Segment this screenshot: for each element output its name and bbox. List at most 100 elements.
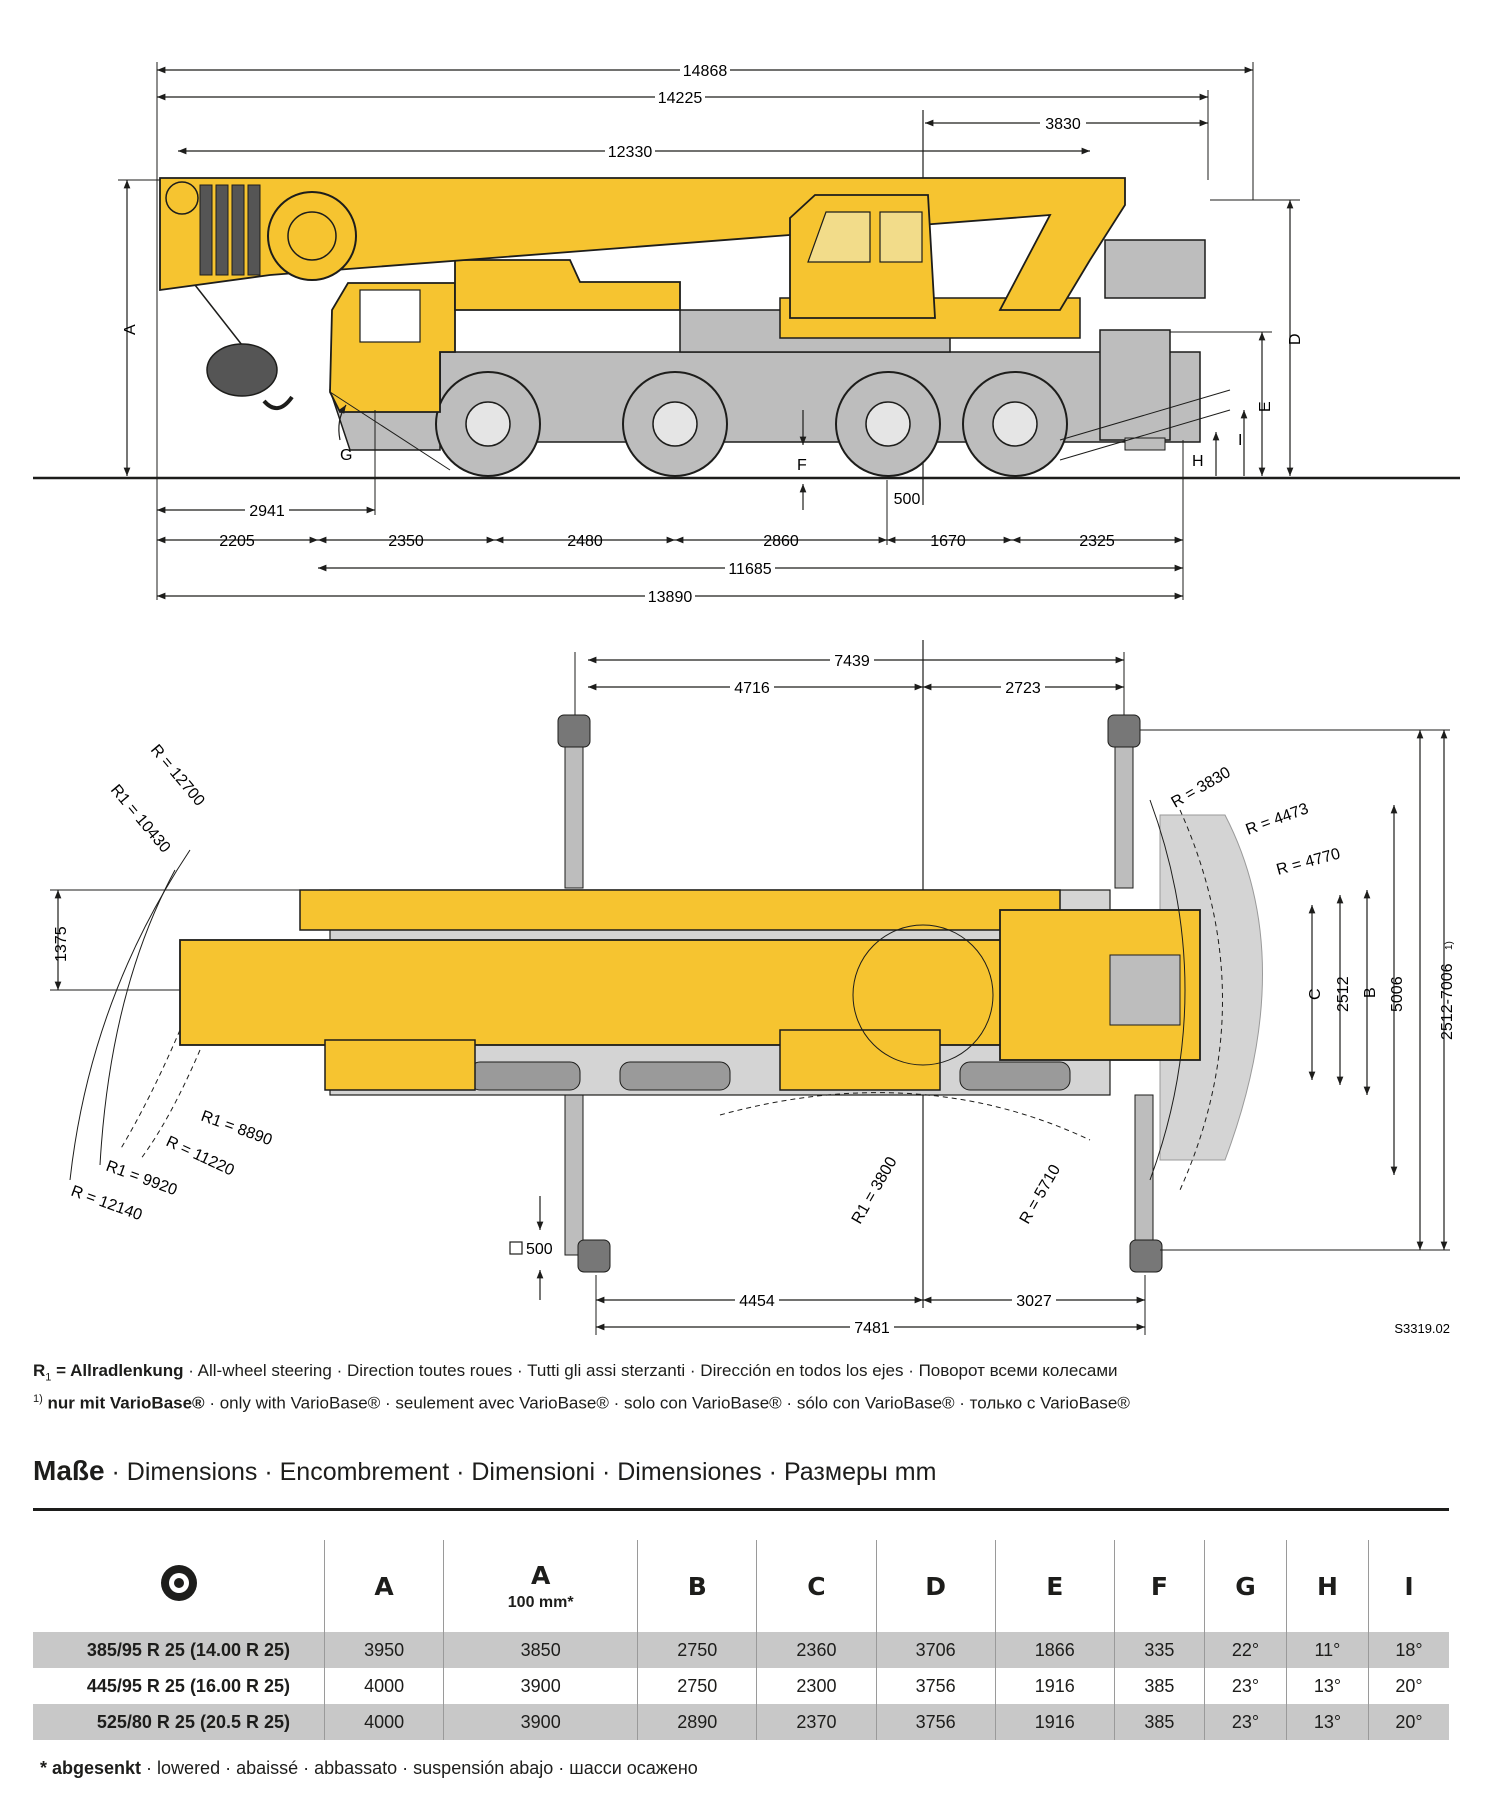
cell: 3900	[443, 1668, 638, 1704]
dim-2480: 2480	[567, 533, 603, 550]
dim-1375: 1375	[53, 926, 70, 962]
cell: 3756	[875, 1668, 996, 1704]
cell: 2370	[756, 1704, 877, 1740]
cell: 3850	[443, 1632, 638, 1668]
dim-letter-h: H	[1192, 453, 1204, 470]
note1-text: · All-wheel steering · Direction toutes …	[183, 1361, 1118, 1380]
table-row: 385/95 R 25 (14.00 R 25) 3950 3850 2750 …	[33, 1632, 1449, 1668]
col-c: C	[756, 1540, 877, 1632]
table-row: 525/80 R 25 (20.5 R 25) 4000 3900 2890 2…	[33, 1704, 1449, 1740]
dim-2512: 2512	[1335, 976, 1352, 1012]
legend-notes: R1 = Allradlenkung · All-wheel steering …	[33, 1360, 1453, 1415]
side-view: A D E I H G F 14868 14225 3830 12330	[33, 60, 1460, 606]
footnote-bold: * abgesenkt	[40, 1758, 142, 1778]
cell: 13°	[1285, 1668, 1369, 1704]
row-tyre: 525/80 R 25 (20.5 R 25)	[33, 1704, 325, 1740]
dimensions-title-main: Maße	[33, 1455, 105, 1486]
outriggers	[557, 714, 1163, 1273]
dim-letter-d: D	[1287, 333, 1304, 345]
dim-letter-f: F	[797, 457, 807, 474]
col-a-lowered-letter: A	[531, 1560, 551, 1590]
radius-5710: R = 5710	[1017, 1162, 1064, 1227]
note1-symbol: R	[33, 1361, 46, 1380]
cell: 1866	[994, 1632, 1115, 1668]
col-b: B	[637, 1540, 757, 1632]
dim-5006: 5006	[1389, 976, 1406, 1012]
dim-7439: 7439	[834, 653, 870, 670]
dim-letter-a: A	[122, 324, 139, 335]
col-g: G	[1204, 1540, 1287, 1632]
pad-500: 500	[526, 1241, 553, 1258]
radius-4473: R = 4473	[1244, 800, 1311, 838]
dim-2941: 2941	[249, 503, 285, 520]
cell: 20°	[1367, 1704, 1449, 1740]
hook	[262, 395, 294, 410]
tyre-icon	[33, 1540, 325, 1632]
cell: 1916	[994, 1704, 1115, 1740]
dim-letter-b: B	[1362, 987, 1379, 998]
table-row: 445/95 R 25 (16.00 R 25) 4000 3900 2750 …	[33, 1668, 1449, 1704]
top-boom	[179, 939, 1081, 1046]
dim-4454: 4454	[739, 1293, 775, 1310]
dim-letter-c: C	[1307, 988, 1324, 1000]
radius-4770: R = 4770	[1275, 845, 1343, 878]
note2-text: · only with VarioBase® · seulement avec …	[204, 1394, 1130, 1414]
dim-2205: 2205	[219, 533, 255, 550]
cell: 18°	[1367, 1632, 1449, 1668]
dimensions-title: Maße · Dimensions · Encombrement · Dimen…	[33, 1455, 1449, 1487]
col-i: I	[1367, 1540, 1449, 1632]
cell: 2300	[756, 1668, 877, 1704]
cell: 3900	[443, 1704, 638, 1740]
note1-subscript: 1	[45, 1371, 52, 1384]
radius-12140: R = 12140	[69, 1183, 145, 1224]
radius-3830: R = 3830	[1169, 764, 1234, 811]
dim-1670: 1670	[930, 533, 966, 550]
counterweight-slew-area	[1159, 814, 1263, 1161]
dim-2512-7006: 2512-7006	[1439, 963, 1456, 1040]
dim-2325: 2325	[1079, 533, 1115, 550]
row-tyre: 445/95 R 25 (16.00 R 25)	[86, 1675, 290, 1696]
radius-11220: R = 11220	[163, 1133, 237, 1179]
dim-note-1: 1)	[1444, 941, 1455, 950]
cell: 2360	[756, 1632, 877, 1668]
cell: 22°	[1204, 1632, 1287, 1668]
col-f: F	[1113, 1540, 1205, 1632]
cell: 2750	[637, 1668, 757, 1704]
dim-letter-i: I	[1238, 432, 1242, 449]
top-view: 7439 4716 2723 4454 3027 7481 C 2512 B 5…	[50, 640, 1456, 1337]
dim-7481: 7481	[854, 1320, 890, 1337]
drawing-number: S3319.02	[1394, 1321, 1450, 1336]
radius-r1-8890: R1 = 8890	[199, 1108, 275, 1149]
row-tyre: 385/95 R 25 (14.00 R 25)	[33, 1632, 325, 1668]
radius-r1-10430: R1 = 10430	[107, 782, 174, 857]
cell: 1916	[994, 1668, 1115, 1704]
cell: 20°	[1367, 1668, 1449, 1704]
dimensions-title-rest: · Dimensions · Encombrement · Dimensioni…	[104, 1458, 937, 1486]
dim-13890: 13890	[648, 589, 693, 606]
dim-500-side: 500	[894, 491, 921, 508]
counterweight	[1104, 239, 1206, 299]
note2-marker: 1)	[33, 1393, 43, 1406]
dim-14868: 14868	[683, 63, 728, 80]
cell: 11°	[1285, 1632, 1369, 1668]
note1-bold: = Allradlenkung	[51, 1361, 184, 1380]
cell: 23°	[1204, 1668, 1287, 1704]
cell: 2890	[637, 1704, 757, 1740]
dim-11685: 11685	[728, 561, 771, 578]
boom-head-sheaves	[199, 184, 261, 276]
dim-2350: 2350	[388, 533, 424, 550]
radius-r1-9920: R1 = 9920	[104, 1158, 180, 1199]
title-rule	[33, 1508, 1449, 1511]
cell: 385	[1113, 1668, 1205, 1704]
cell: 4000	[323, 1668, 444, 1704]
cell: 4000	[323, 1704, 444, 1740]
note2-bold: nur mit VarioBase®	[42, 1394, 205, 1414]
cell: 3950	[323, 1632, 444, 1668]
radius-12700: R = 12700	[147, 742, 208, 810]
hook-block	[206, 343, 278, 397]
dim-3830: 3830	[1045, 116, 1081, 133]
col-h: H	[1285, 1540, 1369, 1632]
